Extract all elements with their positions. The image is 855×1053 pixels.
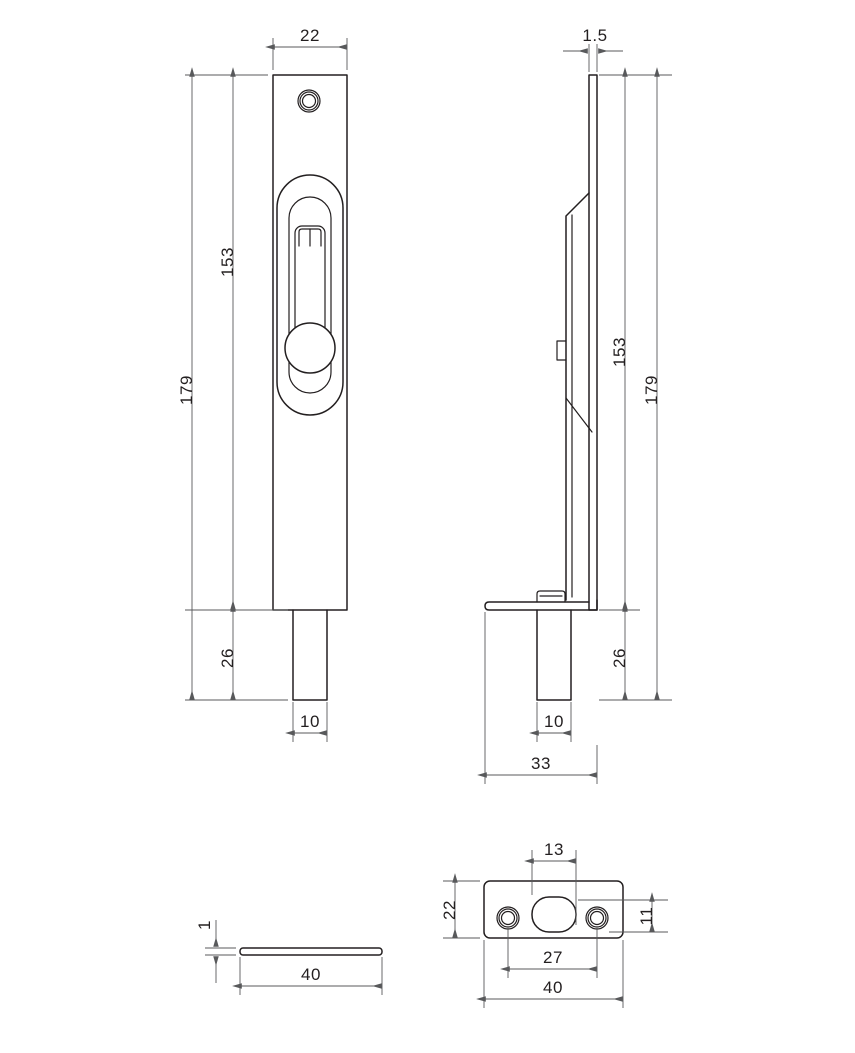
dim-label-11-plate: 11 [637,907,656,926]
dim-label-26-side: 26 [610,648,629,668]
front-view-recess-outer [276,174,344,416]
side-view-bottom-flange [484,599,598,611]
front-view-screw-hole [297,89,321,113]
side-view-bolt-pin [536,609,572,701]
dim-label-1-edge: 1 [195,920,214,930]
front-view-recess-inner [288,196,332,394]
side-view-flange-boss [536,590,566,603]
dim-label-153-front: 153 [218,247,237,277]
strike-plate-edge-geometry [239,947,383,956]
side-view-diagonal-detail [565,397,593,433]
strike-plate-screw-hole-right [585,906,609,930]
strike-plate-face-geometry [483,880,624,939]
dim-label-22-front: 22 [300,26,320,45]
front-view-geometry [272,74,348,701]
strike-plate-screw-hole-left [496,906,520,930]
dim-label-40-edge: 40 [301,965,321,984]
side-view-faceplate [588,74,598,611]
dim-label-26-front: 26 [218,648,237,668]
dim-label-10-side: 10 [544,712,564,731]
side-view-back-tab [556,340,567,361]
dim-label-153-side: 153 [610,337,629,367]
dim-label-13-plate: 13 [544,840,564,859]
dim-label-179-side: 179 [642,375,661,405]
strike-plate-face-body [483,880,624,939]
side-view-dimensions: 1.5 153 179 26 10 33 [477,26,672,784]
dim-label-1-5-side: 1.5 [582,26,607,45]
strike-plate-bolt-hole [531,896,577,933]
strike-plate-face-dimensions: 13 22 11 27 40 [440,840,668,1008]
dim-label-10-front: 10 [300,712,320,731]
dim-label-40-plate: 40 [543,978,563,997]
dim-label-27-plate: 27 [543,948,563,967]
dim-label-22-plate: 22 [440,900,459,920]
side-view-geometry [484,74,598,701]
dim-label-179-front: 179 [177,375,196,405]
front-view-bolt-pin [292,609,328,701]
strike-plate-edge-dimensions: 1 40 [195,920,383,995]
front-view-body [272,74,348,611]
strike-plate-edge-body [239,947,383,956]
side-view-body-profile [565,192,590,601]
dim-label-33-side: 33 [531,754,551,773]
front-view-dimensions: 22 153 179 26 10 [177,26,348,742]
front-view-thumb-knob [284,322,336,374]
